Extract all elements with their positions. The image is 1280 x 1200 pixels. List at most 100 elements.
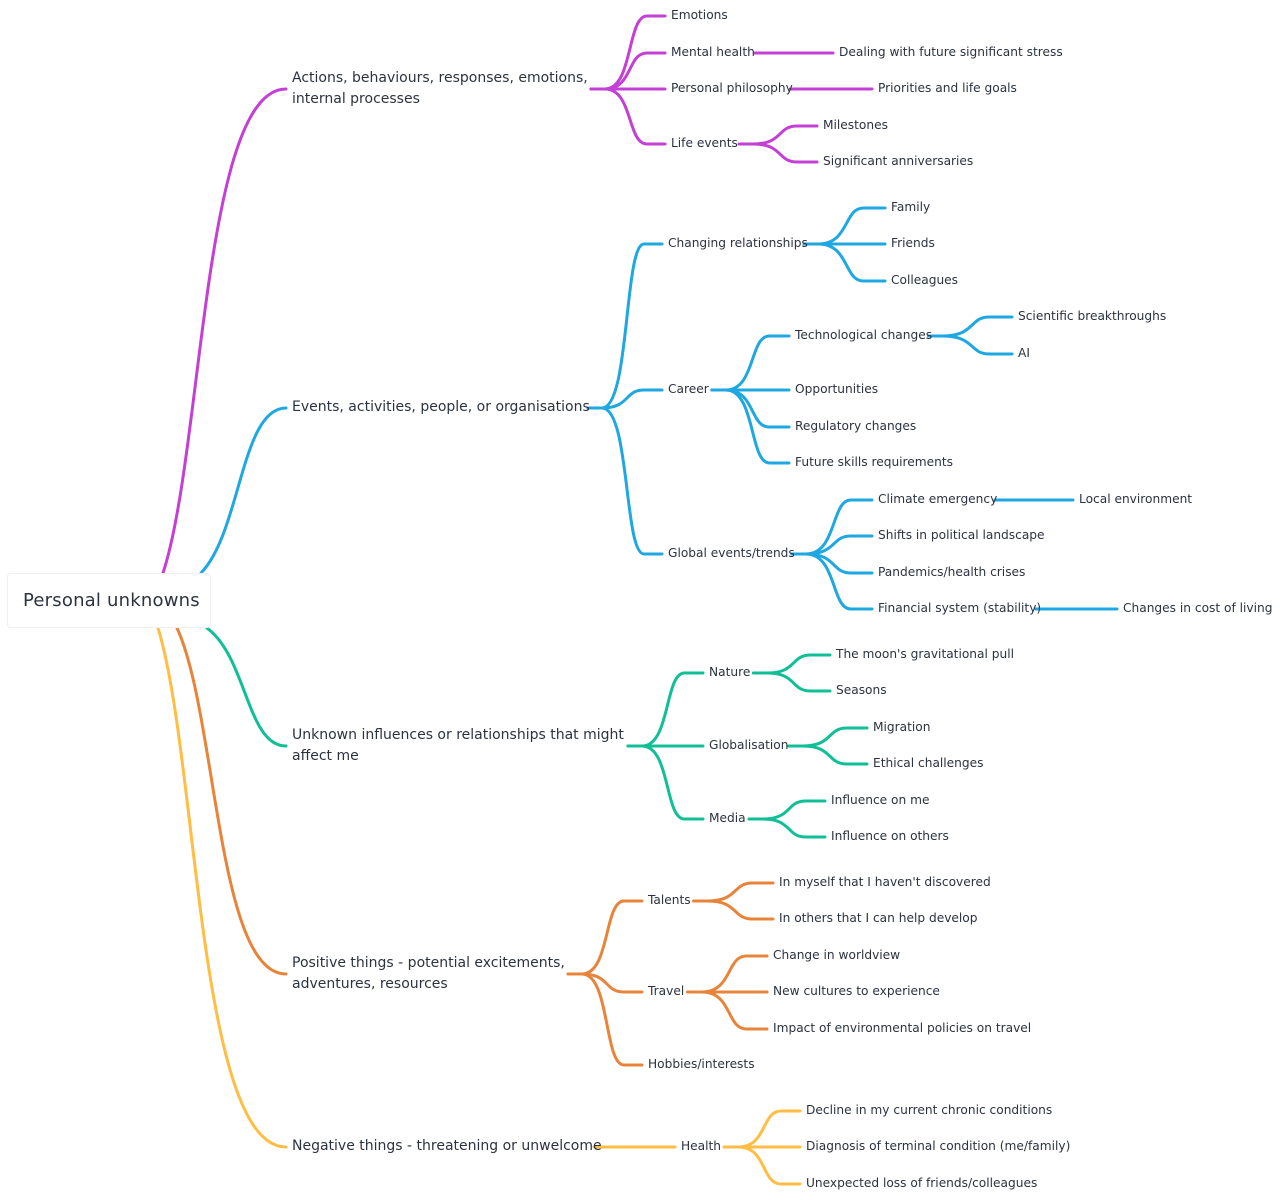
root-topic-label: Personal unknowns bbox=[23, 590, 200, 611]
root-topic[interactable]: Personal unknowns bbox=[7, 573, 211, 628]
branch-influences[interactable]: Unknown influences or relationships that… bbox=[292, 725, 624, 767]
topic-technological-changes[interactable]: Technological changes bbox=[795, 328, 933, 342]
connector-significant-anniversaries bbox=[737, 142, 819, 164]
connector-colleagues bbox=[802, 242, 887, 283]
topic-local-environment[interactable]: Local environment bbox=[1079, 492, 1193, 506]
branch-positive-label-line: Positive things - potential excitements, bbox=[292, 955, 565, 971]
connector-root-influences bbox=[205, 626, 288, 748]
topic-travel[interactable]: Travel bbox=[648, 984, 685, 998]
branch-events[interactable]: Events, activities, people, or organisat… bbox=[292, 397, 590, 418]
topic-life-events[interactable]: Life events bbox=[671, 136, 738, 150]
topic-climate-emergency[interactable]: Climate emergency bbox=[878, 492, 998, 506]
connector-influence-on-others bbox=[747, 817, 827, 839]
topic-scientific-breakthroughs[interactable]: Scientific breakthroughs bbox=[1018, 309, 1167, 323]
topic-dealing-with-future-significant-stress[interactable]: Dealing with future significant stress bbox=[839, 45, 1063, 59]
connector-root-events bbox=[199, 406, 288, 575]
topic-migration[interactable]: Migration bbox=[873, 720, 931, 734]
branch-positive-label-line: adventures, resources bbox=[292, 976, 448, 992]
topic-family[interactable]: Family bbox=[891, 200, 931, 214]
branch-events-label-line: Events, activities, people, or organisat… bbox=[292, 399, 590, 415]
connector-in-others-that-i-can-help-develop bbox=[692, 899, 775, 921]
connector-talents bbox=[566, 899, 644, 976]
topic-influence-on-me[interactable]: Influence on me bbox=[831, 793, 930, 807]
topic-personal-philosophy[interactable]: Personal philosophy bbox=[671, 81, 793, 95]
branch-negative[interactable]: Negative things - threatening or unwelco… bbox=[292, 1136, 602, 1157]
connector-shifts-in-political-landscape bbox=[790, 534, 874, 556]
topic-in-others-that-i-can-help-develop[interactable]: In others that I can help develop bbox=[779, 911, 978, 925]
connector-the-moon-s-gravitational-pull bbox=[751, 653, 832, 675]
branch-actions[interactable]: Actions, behaviours, responses, emotions… bbox=[292, 68, 588, 110]
connector-ethical-challenges bbox=[787, 744, 869, 766]
connector-impact-of-environmental-policies-on-travel bbox=[686, 990, 769, 1031]
connector-pandemics-health-crises bbox=[790, 552, 874, 575]
topic-new-cultures-to-experience[interactable]: New cultures to experience bbox=[773, 984, 940, 998]
topic-media[interactable]: Media bbox=[709, 811, 746, 825]
topic-milestones[interactable]: Milestones bbox=[823, 118, 888, 132]
topic-emotions[interactable]: Emotions bbox=[671, 8, 728, 22]
connector-media bbox=[626, 744, 705, 821]
connector-hobbies-interests bbox=[566, 972, 644, 1067]
topic-pandemics-health-crises[interactable]: Pandemics/health crises bbox=[878, 565, 1026, 579]
connector-milestones bbox=[737, 124, 819, 146]
connector-root-negative bbox=[156, 626, 288, 1149]
topic-the-moon-s-gravitational-pull[interactable]: The moon's gravitational pull bbox=[836, 647, 1014, 661]
connector-changing-relationships bbox=[586, 242, 664, 410]
topic-nature[interactable]: Nature bbox=[709, 665, 751, 679]
topic-seasons[interactable]: Seasons bbox=[836, 683, 887, 697]
topic-financial-system-stability[interactable]: Financial system (stability) bbox=[878, 601, 1042, 615]
topic-ethical-challenges[interactable]: Ethical challenges bbox=[873, 756, 984, 770]
branch-positive[interactable]: Positive things - potential excitements,… bbox=[292, 953, 565, 995]
topic-change-in-worldview[interactable]: Change in worldview bbox=[773, 948, 901, 962]
connector-root-actions bbox=[161, 87, 288, 575]
connector-decline-in-my-current-chronic-conditions bbox=[722, 1109, 802, 1149]
connector-scientific-breakthroughs bbox=[926, 315, 1014, 338]
topic-friends[interactable]: Friends bbox=[891, 236, 935, 250]
branch-actions-label-line: internal processes bbox=[292, 91, 420, 107]
topic-priorities-and-life-goals[interactable]: Priorities and life goals bbox=[878, 81, 1017, 95]
topic-unexpected-loss-of-friends-colleagues[interactable]: Unexpected loss of friends/colleagues bbox=[806, 1176, 1038, 1190]
connector-seasons bbox=[751, 671, 832, 693]
connector-financial-system-stability bbox=[790, 552, 874, 611]
connector-life-events bbox=[589, 87, 667, 146]
connector-change-in-worldview bbox=[686, 954, 769, 994]
connector-root-positive bbox=[175, 626, 288, 976]
topic-impact-of-environmental-policies-on-travel[interactable]: Impact of environmental policies on trav… bbox=[773, 1021, 1032, 1035]
connector-migration bbox=[787, 726, 869, 748]
topic-global-events-trends[interactable]: Global events/trends bbox=[668, 546, 795, 560]
topic-opportunities[interactable]: Opportunities bbox=[795, 382, 879, 396]
topic-hobbies-interests[interactable]: Hobbies/interests bbox=[648, 1057, 755, 1071]
connector-in-myself-that-i-haven-t-discovered bbox=[692, 881, 775, 903]
connector-family bbox=[802, 206, 887, 246]
connector-unexpected-loss-of-friends-colleagues bbox=[722, 1145, 802, 1186]
topic-talents[interactable]: Talents bbox=[648, 893, 691, 907]
connector-ai bbox=[926, 334, 1014, 356]
connector-global-events-trends bbox=[586, 406, 664, 556]
topic-decline-in-my-current-chronic-conditions[interactable]: Decline in my current chronic conditions bbox=[806, 1103, 1053, 1117]
topic-colleagues[interactable]: Colleagues bbox=[891, 273, 959, 287]
branch-negative-label-line: Negative things - threatening or unwelco… bbox=[292, 1138, 602, 1154]
topic-mental-health[interactable]: Mental health bbox=[671, 45, 755, 59]
topic-changing-relationships[interactable]: Changing relationships bbox=[668, 236, 808, 250]
connector-technological-changes bbox=[710, 334, 791, 392]
topic-shifts-in-political-landscape[interactable]: Shifts in political landscape bbox=[878, 528, 1045, 542]
topic-regulatory-changes[interactable]: Regulatory changes bbox=[795, 419, 917, 433]
topic-diagnosis-of-terminal-condition-me-family[interactable]: Diagnosis of terminal condition (me/fami… bbox=[806, 1139, 1071, 1153]
connector-travel bbox=[566, 972, 644, 994]
topic-influence-on-others[interactable]: Influence on others bbox=[831, 829, 949, 843]
connector-career bbox=[586, 388, 664, 410]
connector-nature bbox=[626, 671, 705, 748]
topic-in-myself-that-i-haven-t-discovered[interactable]: In myself that I haven't discovered bbox=[779, 875, 991, 889]
topic-globalisation[interactable]: Globalisation bbox=[709, 738, 789, 752]
topic-health[interactable]: Health bbox=[681, 1139, 722, 1153]
branch-actions-label-line: Actions, behaviours, responses, emotions… bbox=[292, 70, 588, 86]
connector-influence-on-me bbox=[747, 799, 827, 821]
topic-ai[interactable]: AI bbox=[1018, 346, 1030, 360]
topic-changes-in-cost-of-living[interactable]: Changes in cost of living bbox=[1123, 601, 1273, 615]
branch-influences-label-line: Unknown influences or relationships that… bbox=[292, 727, 624, 743]
connector-future-skills-requirements bbox=[710, 388, 791, 465]
topic-future-skills-requirements[interactable]: Future skills requirements bbox=[795, 455, 954, 469]
branch-influences-label-line: affect me bbox=[292, 748, 359, 764]
topic-career[interactable]: Career bbox=[668, 382, 709, 396]
topic-significant-anniversaries[interactable]: Significant anniversaries bbox=[823, 154, 974, 168]
